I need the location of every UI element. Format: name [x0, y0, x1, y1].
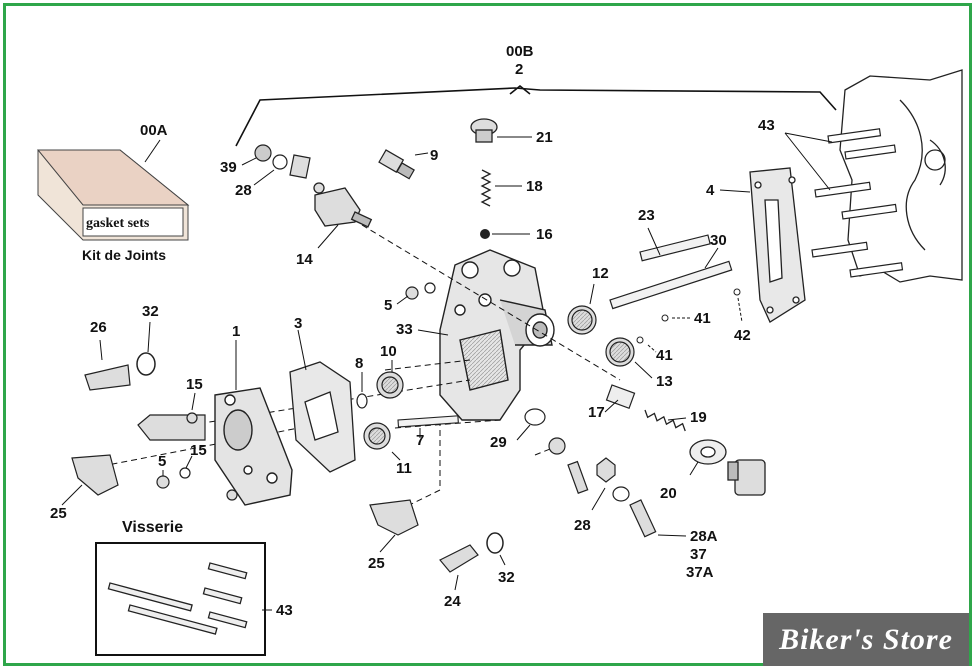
washer-28a — [272, 154, 288, 170]
label-5-left: 5 — [158, 453, 166, 470]
kit-de-joints-caption: Kit de Joints — [82, 247, 167, 263]
washer-8 — [356, 393, 368, 409]
label-15-a: 15 — [186, 376, 203, 393]
gear-13 — [605, 337, 635, 367]
label-28A: 28A — [690, 528, 718, 545]
visserie-bolts — [107, 562, 248, 635]
label-9: 9 — [430, 147, 438, 164]
label-39: 39 — [220, 159, 237, 176]
label-18: 18 — [526, 178, 543, 195]
sleeve-17 — [605, 384, 636, 410]
label-24: 24 — [444, 593, 461, 610]
label-33: 33 — [396, 321, 413, 338]
visserie-title: Visserie — [122, 519, 184, 536]
check-valve-14 — [313, 182, 373, 228]
spring-18 — [480, 169, 492, 207]
label-25-left: 25 — [50, 505, 67, 522]
label-28-top: 28 — [235, 182, 252, 199]
label-21: 21 — [536, 129, 553, 146]
label-28-bottom: 28 — [574, 517, 591, 534]
shaft-23 — [639, 234, 711, 262]
label-41-b: 41 — [656, 347, 673, 364]
label-15-b: 15 — [190, 442, 207, 459]
brand-watermark: Biker's Store — [763, 613, 969, 666]
label-32-bottom: 32 — [498, 569, 515, 586]
fitting-9 — [378, 149, 415, 180]
label-19: 19 — [690, 409, 707, 426]
label-10: 10 — [380, 343, 397, 360]
nut-39 — [254, 144, 272, 162]
label-17: 17 — [588, 404, 605, 421]
label-00B: 00B — [506, 43, 534, 60]
gasket-3 — [289, 361, 356, 473]
gasket-4 — [749, 167, 806, 323]
label-8: 8 — [355, 355, 363, 372]
label-25-bottom: 25 — [368, 555, 385, 572]
plug-20 — [727, 459, 766, 496]
label-37: 37 — [690, 546, 707, 563]
gasket-sets-label: gasket sets — [86, 216, 150, 231]
cover-1 — [214, 387, 293, 506]
studs-43 — [811, 128, 904, 278]
label-29: 29 — [490, 434, 507, 451]
label-12: 12 — [592, 265, 609, 282]
label-3: 3 — [294, 315, 302, 332]
label-2: 2 — [515, 61, 523, 78]
label-7: 7 — [416, 432, 424, 449]
label-16: 16 — [536, 226, 553, 243]
label-43-bottom: 43 — [276, 602, 293, 619]
spring-19 — [644, 409, 686, 432]
label-37A: 37A — [686, 564, 714, 581]
gear-10 — [376, 371, 404, 399]
pump-body-33 — [439, 249, 555, 421]
plug-21 — [470, 118, 498, 143]
label-26: 26 — [90, 319, 107, 336]
washer-32b — [486, 532, 504, 554]
ball-16 — [480, 229, 490, 239]
label-11: 11 — [396, 460, 412, 477]
label-23: 23 — [638, 207, 655, 224]
washer-20 — [689, 439, 727, 465]
fitting-26 — [84, 364, 131, 391]
label-00A: 00A — [140, 122, 168, 139]
fitting-25a — [71, 454, 119, 496]
label-20: 20 — [660, 485, 677, 502]
bracket-00B — [235, 87, 837, 147]
label-13: 13 — [656, 373, 673, 390]
fitting-24 — [439, 544, 479, 573]
washer-32a — [136, 352, 156, 376]
label-42: 42 — [734, 327, 751, 344]
label-41-a: 41 — [694, 310, 711, 327]
gear-12 — [567, 305, 597, 335]
label-1: 1 — [232, 323, 240, 340]
label-5-top: 5 — [384, 297, 392, 314]
label-32-left: 32 — [142, 303, 159, 320]
shaft-7 — [397, 415, 459, 428]
label-14: 14 — [296, 251, 313, 268]
engine-case — [839, 69, 963, 283]
shaft-30 — [609, 260, 733, 310]
gasket-set-box — [36, 149, 190, 241]
gear-11 — [363, 422, 391, 450]
label-43-top: 43 — [758, 117, 775, 134]
label-30: 30 — [710, 232, 727, 249]
fitting-25b — [369, 499, 419, 536]
clip — [289, 154, 311, 179]
label-4: 4 — [706, 182, 715, 199]
